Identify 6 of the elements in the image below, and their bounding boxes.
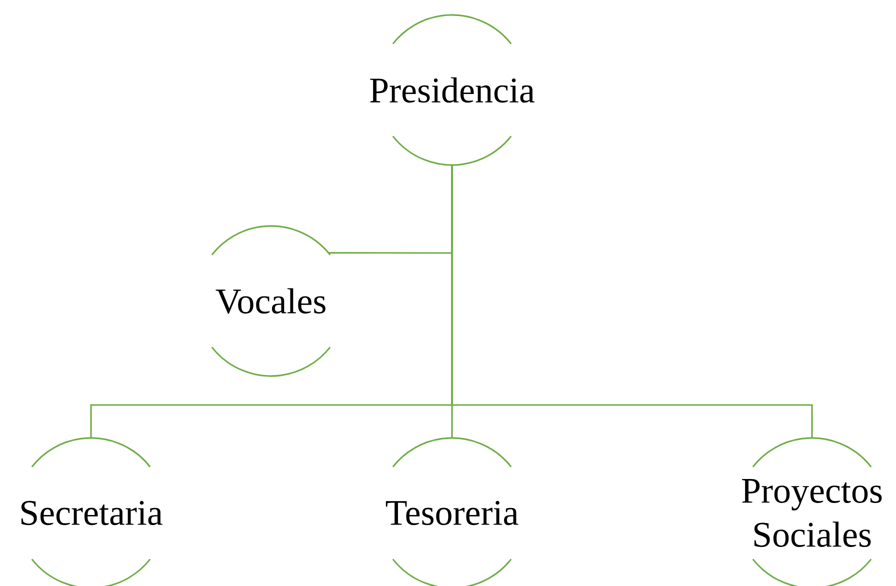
connector-line	[451, 165, 813, 438]
node-label: Proyectos Sociales	[742, 479, 882, 547]
node-label: Vocales	[216, 288, 326, 314]
node-label: Presidencia	[370, 77, 534, 103]
node-label: Tesoreria	[386, 500, 518, 526]
node-label: Secretaria	[21, 500, 162, 526]
